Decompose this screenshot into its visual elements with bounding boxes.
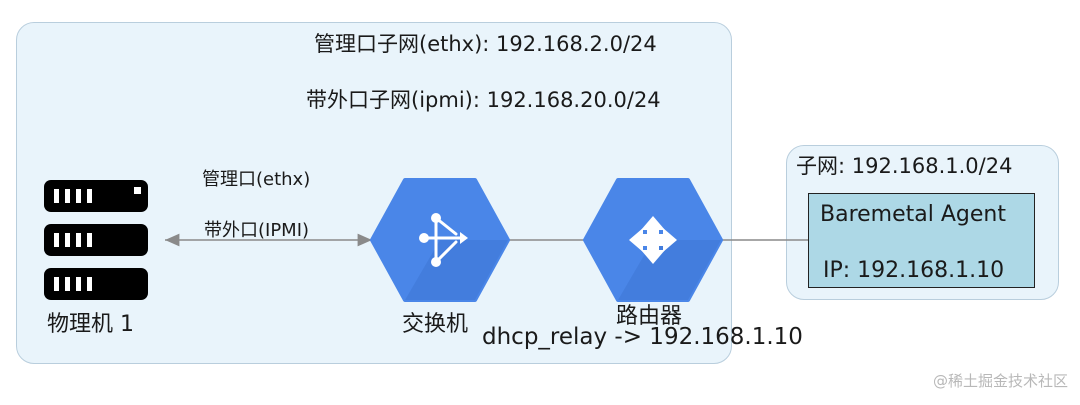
- agent-name: Baremetal Agent: [820, 202, 1006, 227]
- baremetal-agent-node: [808, 193, 1035, 288]
- edge-label-ipmi: 带外口(IPMI): [204, 220, 310, 241]
- switch-icon: [370, 178, 510, 302]
- server-rack-icon: [44, 180, 148, 300]
- switch-label: 交换机: [402, 312, 469, 337]
- agent-subnet-title: 子网: 192.168.1.0/24: [796, 154, 1013, 178]
- agent-ip: IP: 192.168.1.10: [823, 258, 1005, 283]
- router-label: 路由器: [616, 304, 683, 329]
- watermark: @稀土掘金技术社区: [932, 372, 1068, 390]
- mgmt-subnet-label: 管理口子网(ethx): 192.168.2.0/24: [314, 32, 657, 56]
- router-icon: [583, 178, 723, 302]
- edge-label-mgmt: 管理口(ethx): [202, 169, 311, 190]
- dhcp-relay-note: dhcp_relay -> 192.168.1.10: [482, 324, 803, 350]
- oob-subnet-label: 带外口子网(ipmi): 192.168.20.0/24: [306, 88, 661, 112]
- server-label: 物理机 1: [47, 312, 134, 337]
